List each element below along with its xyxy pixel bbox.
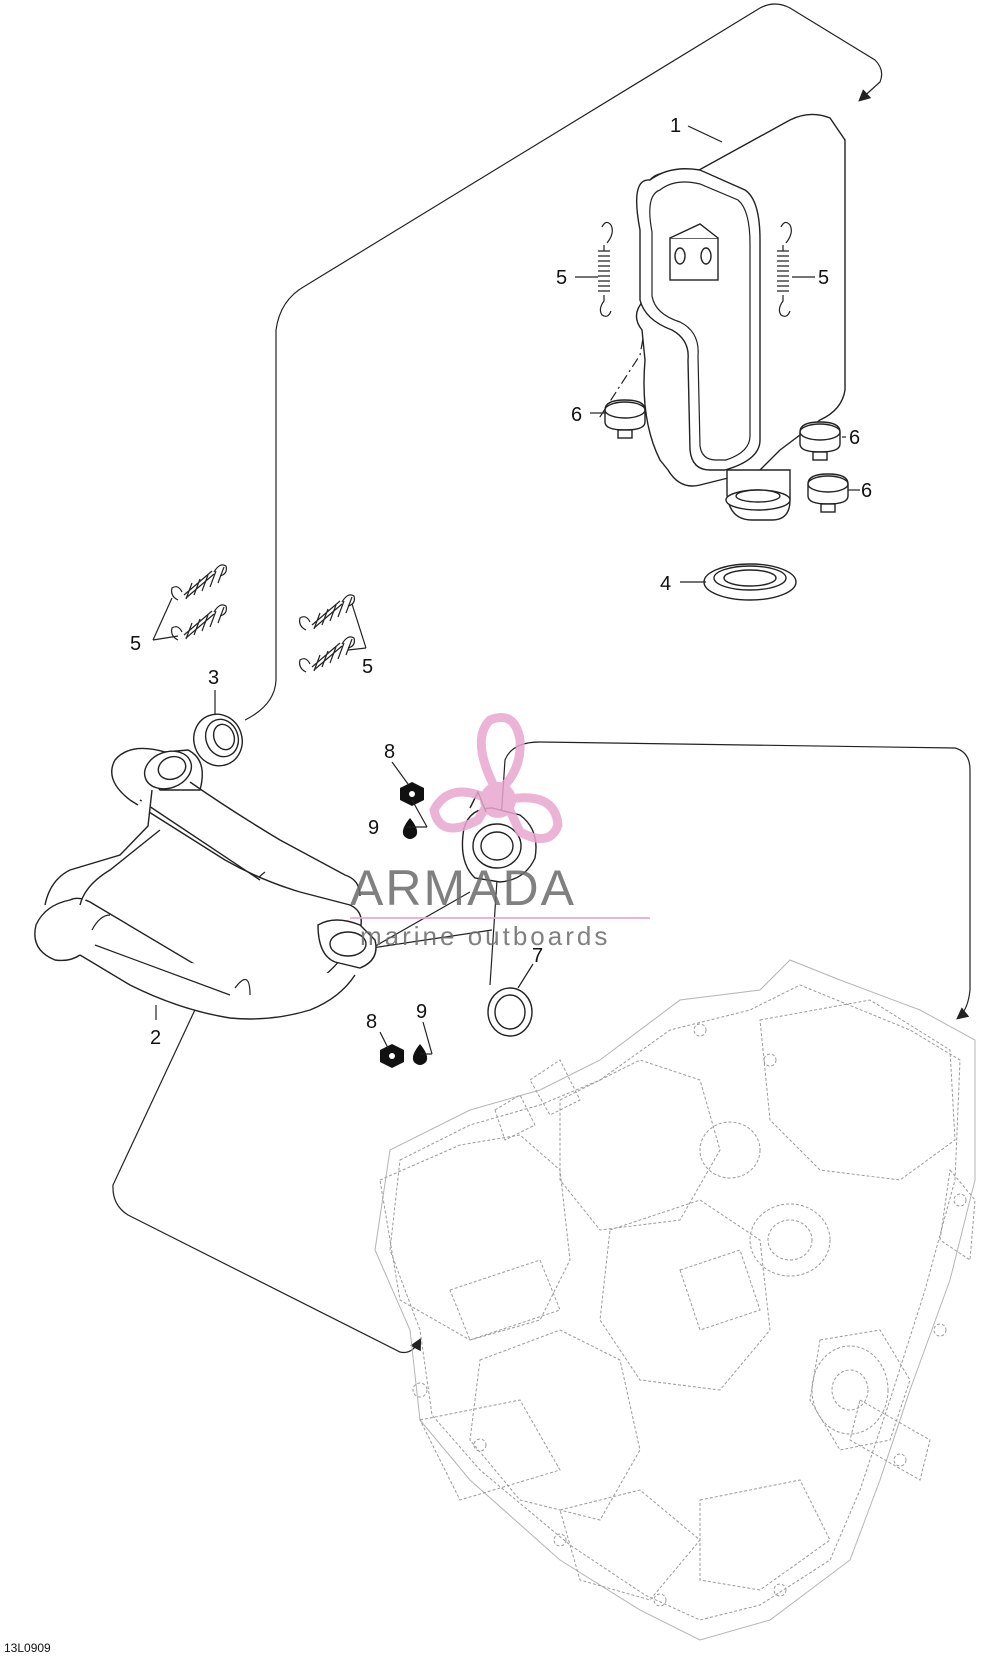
callout-6: 6 bbox=[861, 480, 872, 502]
leader-line bbox=[597, 299, 651, 421]
rubber-mount-icon bbox=[807, 473, 849, 513]
callout-5: 5 bbox=[362, 656, 373, 678]
exhaust-pipe-icon bbox=[34, 747, 377, 1020]
rubber-mount-icon bbox=[604, 399, 646, 439]
sealant-drop-icon bbox=[402, 818, 418, 839]
leader-line bbox=[371, 891, 471, 949]
spring-icon bbox=[171, 564, 227, 601]
callout-6: 6 bbox=[849, 427, 860, 449]
rubber-grommet-icon bbox=[487, 987, 533, 1037]
rubber-mount-icon bbox=[799, 421, 841, 461]
callout-8: 8 bbox=[366, 1011, 377, 1033]
callout-3: 1 bbox=[670, 115, 681, 137]
engine-icon bbox=[374, 959, 976, 1641]
spring-icon bbox=[598, 221, 613, 317]
assembly-route-line bbox=[489, 741, 971, 1020]
watermark-tagline: marine outboards bbox=[360, 921, 610, 951]
spring-icon bbox=[299, 594, 355, 631]
watermark: ARMADA marine outboards bbox=[350, 713, 650, 951]
callout-9: 9 bbox=[368, 817, 379, 839]
assembly-route-line bbox=[244, 3, 883, 721]
watermark-brand: ARMADA bbox=[350, 860, 576, 916]
callout-6: 6 bbox=[571, 404, 582, 426]
callout-5: 5 bbox=[556, 267, 567, 289]
rubber-grommet-icon bbox=[703, 563, 797, 601]
leader-line bbox=[371, 929, 493, 949]
callout-8: 8 bbox=[384, 741, 395, 763]
callout-4: 3 bbox=[208, 667, 219, 689]
spring-icon bbox=[171, 604, 227, 641]
rubber-grommet-icon bbox=[193, 713, 243, 767]
callout-5: 5 bbox=[818, 267, 829, 289]
callout-5: 5 bbox=[130, 633, 141, 655]
callout-1: 4 bbox=[660, 573, 671, 595]
callout-9: 9 bbox=[416, 1001, 427, 1023]
nut-icon bbox=[400, 782, 424, 806]
spring-icon bbox=[777, 221, 792, 317]
spring-icon bbox=[299, 636, 355, 673]
drawing-code: 13L0909 bbox=[4, 1641, 51, 1655]
callout-2: 2 bbox=[150, 1027, 161, 1049]
nut-icon bbox=[380, 1044, 404, 1068]
callout-7: 7 bbox=[532, 945, 543, 967]
propeller-logo-icon bbox=[429, 713, 563, 844]
muffler-icon bbox=[635, 113, 846, 521]
